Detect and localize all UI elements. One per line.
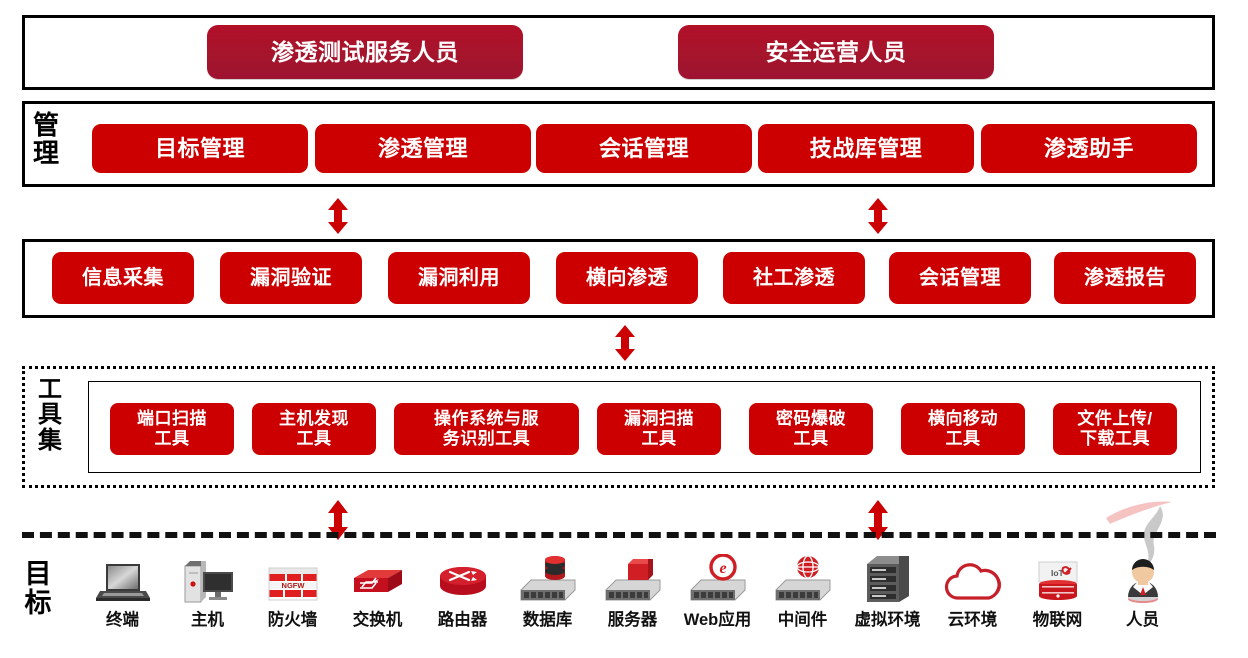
server-icon — [602, 548, 664, 604]
target-label: 人员 — [1126, 611, 1159, 629]
switch-icon — [347, 548, 409, 604]
roles-panel — [22, 15, 1215, 90]
arrow-toolset-to-targets-right — [866, 500, 890, 540]
target-item-iot[interactable]: IoT 物联网 — [1015, 548, 1100, 630]
targets-row: 终端 主机 — [80, 548, 1240, 640]
capability-pill-lateral-penetration[interactable]: 横向渗透 — [556, 252, 698, 304]
target-label: 物联网 — [1032, 611, 1083, 629]
role-pill-security-ops-staff[interactable]: 安全运营人员 — [678, 25, 994, 79]
tool-pill-lateral-movement[interactable]: 横向移动 工具 — [901, 403, 1025, 455]
targets-side-label: 目标 — [24, 559, 52, 618]
target-label: 虚拟环境 — [854, 611, 921, 629]
capability-pill-info-collection[interactable]: 信息采集 — [52, 252, 194, 304]
target-item-middleware[interactable]: 中间件 — [760, 548, 845, 630]
capability-pill-vuln-exploitation[interactable]: 漏洞利用 — [388, 252, 530, 304]
target-label: 交换机 — [352, 611, 403, 629]
firewall-icon: NGFW — [262, 548, 324, 604]
target-item-database[interactable]: 数据库 — [505, 548, 590, 630]
target-item-switch[interactable]: 交换机 — [335, 548, 420, 630]
target-item-personnel[interactable]: 人员 — [1100, 548, 1185, 630]
targets-dashed-separator — [22, 532, 1216, 538]
arrow-capabilities-to-toolset — [613, 325, 637, 361]
virtual-rack-icon — [857, 548, 919, 604]
management-pill-tactics-library-management[interactable]: 技战库管理 — [758, 124, 974, 173]
tool-pill-port-scan[interactable]: 端口扫描 工具 — [110, 403, 234, 455]
capability-pill-session-management[interactable]: 会话管理 — [889, 252, 1031, 304]
target-label: 终端 — [106, 611, 139, 629]
tool-pill-host-discovery[interactable]: 主机发现 工具 — [252, 403, 376, 455]
arrow-management-to-capabilities-right — [866, 198, 890, 234]
target-item-host[interactable]: 主机 — [165, 548, 250, 630]
person-icon — [1112, 548, 1174, 604]
role-pill-pentest-staff[interactable]: 渗透测试服务人员 — [207, 25, 523, 79]
target-item-virtual-environment[interactable]: 虚拟环境 — [845, 548, 930, 630]
target-item-router[interactable]: 路由器 — [420, 548, 505, 630]
web-application-icon: e — [687, 548, 749, 604]
target-label: Web应用 — [683, 611, 752, 629]
target-item-web-application[interactable]: e Web应用 — [675, 548, 760, 630]
middleware-icon — [772, 548, 834, 604]
capability-pill-pentest-report[interactable]: 渗透报告 — [1054, 252, 1196, 304]
target-item-cloud-environment[interactable]: 云环境 — [930, 548, 1015, 630]
target-label: 路由器 — [437, 611, 488, 629]
management-pill-target-management[interactable]: 目标管理 — [92, 124, 308, 173]
capability-pill-vuln-verification[interactable]: 漏洞验证 — [220, 252, 362, 304]
target-item-firewall[interactable]: NGFW 防火墙 — [250, 548, 335, 630]
router-icon — [432, 548, 494, 604]
target-label: 云环境 — [947, 611, 998, 629]
laptop-icon — [92, 548, 154, 604]
firewall-badge-text: NGFW — [281, 581, 305, 590]
target-label: 主机 — [191, 611, 224, 629]
target-item-terminal[interactable]: 终端 — [80, 548, 165, 630]
svg-text:e: e — [719, 560, 726, 577]
arrow-toolset-to-targets-left — [326, 500, 350, 540]
desktop-pc-icon — [177, 548, 239, 604]
management-side-label: 管理 — [32, 110, 59, 168]
capability-pill-social-engineering[interactable]: 社工渗透 — [723, 252, 865, 304]
tool-pill-password-cracking[interactable]: 密码爆破 工具 — [749, 403, 873, 455]
target-item-server[interactable]: 服务器 — [590, 548, 675, 630]
target-label: 数据库 — [522, 611, 573, 629]
management-pill-pentest-management[interactable]: 渗透管理 — [315, 124, 531, 173]
target-label: 中间件 — [777, 611, 828, 629]
iot-badge-text: IoT — [1051, 568, 1065, 578]
target-label: 服务器 — [607, 611, 658, 629]
tool-pill-os-service-identification[interactable]: 操作系统与服 务识别工具 — [394, 403, 579, 455]
arrow-management-to-capabilities-left — [326, 198, 350, 234]
tool-pill-vuln-scan[interactable]: 漏洞扫描 工具 — [597, 403, 721, 455]
tool-pill-file-upload-download[interactable]: 文件上传/ 下载工具 — [1053, 403, 1177, 455]
iot-icon: IoT — [1027, 548, 1089, 604]
cloud-icon — [942, 548, 1004, 604]
management-pill-session-management[interactable]: 会话管理 — [536, 124, 752, 173]
database-server-icon — [517, 548, 579, 604]
target-label: 防火墙 — [267, 611, 318, 629]
toolset-side-label: 工具集 — [38, 376, 62, 454]
management-pill-pentest-assistant[interactable]: 渗透助手 — [981, 124, 1197, 173]
